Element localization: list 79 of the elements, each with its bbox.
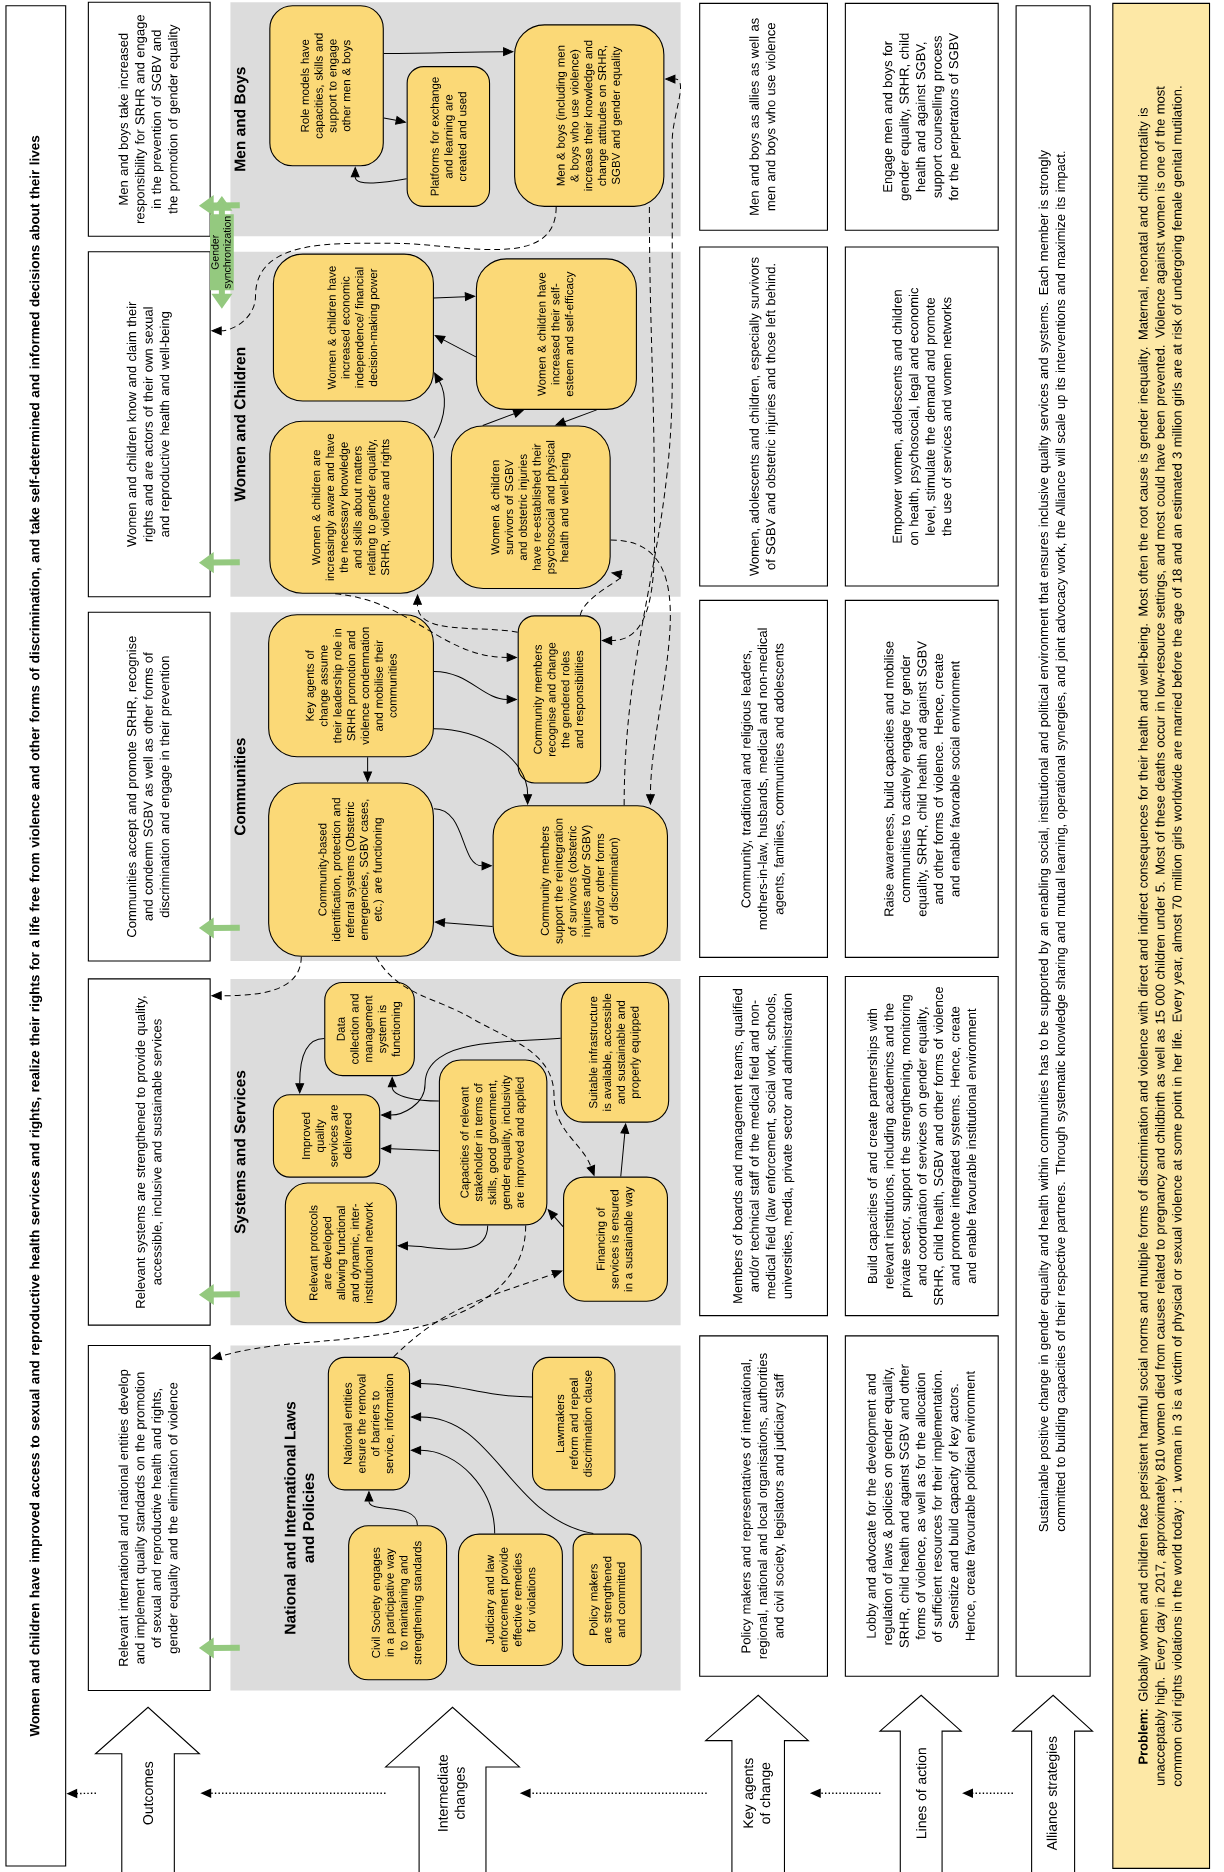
dashed-arrow	[413, 594, 519, 633]
rounded-box: Men & boys (including men & boys who use violence) increase their knowledge and change attitudes on SRHR, SGBV and gender equality	[514, 24, 665, 207]
text-box: Lobby and advocate for the development and regulation of laws & policies on gender equality, SRHR, child health and against SGBV and other forms of violence, as well as for the allocation of sufficient resources for their implementation. Sensitize and build capacity of key actors. Hence, create favourable political environment	[844, 1335, 999, 1677]
arrow	[383, 116, 406, 125]
rounded-box: Community-based identification, protection and referral systems (Obstetric emergencies, SGBV cases, etc.) are functioning	[268, 782, 434, 957]
arrow	[364, 1491, 418, 1526]
rounded-box: Improved quality services are delivered	[272, 1094, 381, 1178]
dashed-arrow	[623, 74, 681, 806]
arrow	[620, 1123, 630, 1178]
row-label: Lines of action	[878, 1694, 963, 1872]
text-box: Women, adolescents and children, especially survivors of SGBV and obstetric injuries and those left behind.	[699, 246, 828, 587]
arrow	[363, 756, 372, 782]
dashed-arrow	[211, 1224, 527, 1361]
arrow	[350, 167, 408, 184]
dashed-arrow	[375, 956, 596, 1176]
rounded-box: Judiciary and law enforcement provide effective remedies for violations	[457, 1533, 563, 1666]
problem-box: Problem: Globally women and children face persistent harmful social norms and multiple forms of discrimination and violence with direct and indirect consequences for their health and well-being. Most often the root cause is gender inequality. Maternal, neonatal and child mortality is unacceptably high. Every day in 2017, approximately 810 women died from causes related to pregnancy and childbirth as well as 15 000 children under 5. Most of these deaths occur in low-resource settings, and most could have been prevented. Violence against women is one of the most common civil rights violations in the world today : 1 woman in 3 is a victim of physical or sexual violence at some point in her life. Every year, almost 70 million girls worldwide are married before the age of 18 and an estimated 3 million girls are at risk of undergoing female genital mutilation.	[1112, 2, 1211, 1869]
text-box: Empower women, adolescents and children on health, psychosocial, legal and economic level, stimulate the demand and promote the use of services and women networks	[844, 246, 999, 587]
text-box: Raise awareness, build capacities and mobilise communities to actively engage for gender equality, SRHR, child health and against SGBV and other forms of violence. Hence, create and enable favorable social environment	[844, 599, 999, 958]
text-box: Relevant international and national entities develop and implement quality standards on the promotion of sexual and reproductive health and rights, gender equality and the elimination of violence	[87, 1344, 211, 1692]
rounded-box: Women & children are increasingly aware and have the necessary knowledge and skills about matters relating to gender equality, SRHR, violence and rights	[269, 420, 434, 594]
arrow	[410, 1446, 496, 1535]
arrow	[482, 409, 524, 426]
rounded-box: Lawmakers reform and repeal discrimination clause	[532, 1356, 616, 1491]
rounded-box: Community members support the reintegration of survivors (obstetric injuries and/or SGBV) and/or other forms of discrimination)	[492, 805, 668, 957]
row-label: Key agents of change	[704, 1694, 810, 1872]
dashed-arrow	[579, 570, 624, 616]
text-box: Engage men and boys for gender equality, SRHR, child health and against SGBV, support counselling process for the perpetrators of SGBV	[844, 2, 999, 231]
dashed-arrow	[211, 956, 302, 1001]
dashed-arrow	[601, 206, 656, 645]
arrow	[410, 1379, 533, 1398]
dashed-arrow	[393, 1269, 563, 1358]
text-box: Men and boys as allies as well as men and boys who use violence	[699, 2, 828, 231]
rounded-box: National entities ensure the removal of barriers to service, information	[327, 1356, 411, 1491]
rounded-box: Data collection and management system is functioning	[324, 981, 415, 1077]
row-label: Outcomes	[94, 1706, 201, 1872]
arrow	[434, 335, 477, 358]
arrow	[381, 1037, 562, 1120]
arrow	[410, 1412, 594, 1535]
arrow	[433, 292, 476, 302]
edge-label: Gender synchronization	[210, 214, 234, 291]
rounded-box: Women & children have increased economic independence/ financial decision-making power	[272, 253, 434, 402]
rounded-box: Platforms for exchange and learning are created and used	[406, 66, 491, 207]
arrow	[434, 918, 494, 928]
text-box: Policy makers and representatives of international, regional, national and local organisations, authorities and civil society, legislators and judiciary staff	[699, 1335, 828, 1677]
arrow	[547, 1209, 564, 1228]
dashed-arrow	[211, 206, 557, 336]
arrow	[383, 47, 514, 57]
arrow	[555, 409, 598, 426]
text-box: Men and boys take increased responsibility for SRHR and engage in the prevention of SGBV and the promotion of gender equality	[87, 1, 211, 237]
text-box: Communities accept and promote SRHR, recognise and condemn SGBV as well as other forms of discrimination and engage in their prevention	[87, 611, 211, 962]
arrow	[433, 808, 492, 871]
rounded-box: Women & children survivors of SGBV and obstetric injuries have re-established their psychosocial and physical health and well-being	[450, 425, 611, 589]
rounded-box: Community members recognise and change the gendered roles and responsibilities	[517, 615, 602, 784]
rounded-box: Capacities of relevant stakeholder in terms of skills, good government, gender equality, inclusivity are improved and applied	[438, 1059, 548, 1226]
text-box: Relevant systems are strengthened to provide quality, accessible, inclusive and sustainable services	[87, 978, 211, 1326]
text-box: Women and children know and claim their rights and are actors of their own sexual and reproductive health and well-being	[87, 251, 211, 598]
rounded-box: Financing of services is ensured in a sustainable way	[563, 1176, 668, 1302]
row-label: Intermediate changes	[384, 1706, 521, 1872]
text-box: Build capacities of and create partnerships with relevant institutions, including academics and the private sector, support the strengthening, monitoring and coordination of services on gender equality, SRHR, child health, SGBV and other forms of violence and promote integrated systems. Hence, create and enable favourable institutional environment	[844, 975, 999, 1317]
text-box: Members of boards and management teams, qualified and/or technical staff of the medical field and non-medical field (law enforcement, social work, schools, universities, media, private sector and administration	[699, 975, 828, 1317]
arrow	[387, 1076, 440, 1102]
arrow	[433, 372, 445, 439]
rounded-box: Key agents of change assume their leadership role in SRHR promotion and violence condemnation and mobilise their communities	[268, 614, 434, 758]
arrow	[295, 1037, 325, 1094]
title-box: Women and children have improved access to sexual and reproductive health services and rights, realize their rights for a life free from violence and other forms of discrimination, and take self-determined and informed decisions about their lives	[5, 5, 67, 1867]
rounded-box: Women & children have increased their self-esteem and self-efficacy	[475, 258, 637, 410]
arrow	[433, 670, 517, 704]
arrow	[397, 1224, 489, 1251]
text-box: Community, traditional and religious leaders, mothers-in-law, husbands, medical and non-medical agents, families, communities and adolescents	[699, 599, 828, 958]
rounded-box: Role models have capacities, skills and support to engage other men & boys	[269, 5, 384, 167]
dashed-arrow	[610, 539, 671, 805]
row-label: Alliance strategies	[1011, 1694, 1094, 1872]
arrow	[381, 1144, 440, 1154]
rounded-box: Civil Society engages in a participative way to maintaining and strengthening standards	[348, 1525, 448, 1681]
strategy-box: Sustainable positive change in gender equality and health within communities has to be supported by an enabling social, institutional and political environment that ensures inclusive quality services and systems. Each member is strongly committed to building capacities of their respective partners. Through systematic knowledge sharing and mutual learning, operational synergies, and joint advocacy work, the Alliance will scale up its interventions and maximize its impact.	[1015, 5, 1091, 1677]
rounded-box: Relevant protocols are developed allowing functional and dynamic, inter-institutional network	[284, 1182, 397, 1324]
rounded-box: Suitable infrastructure is available, accessible and sustainable and properly equipped	[560, 981, 670, 1123]
arrow	[433, 728, 533, 805]
